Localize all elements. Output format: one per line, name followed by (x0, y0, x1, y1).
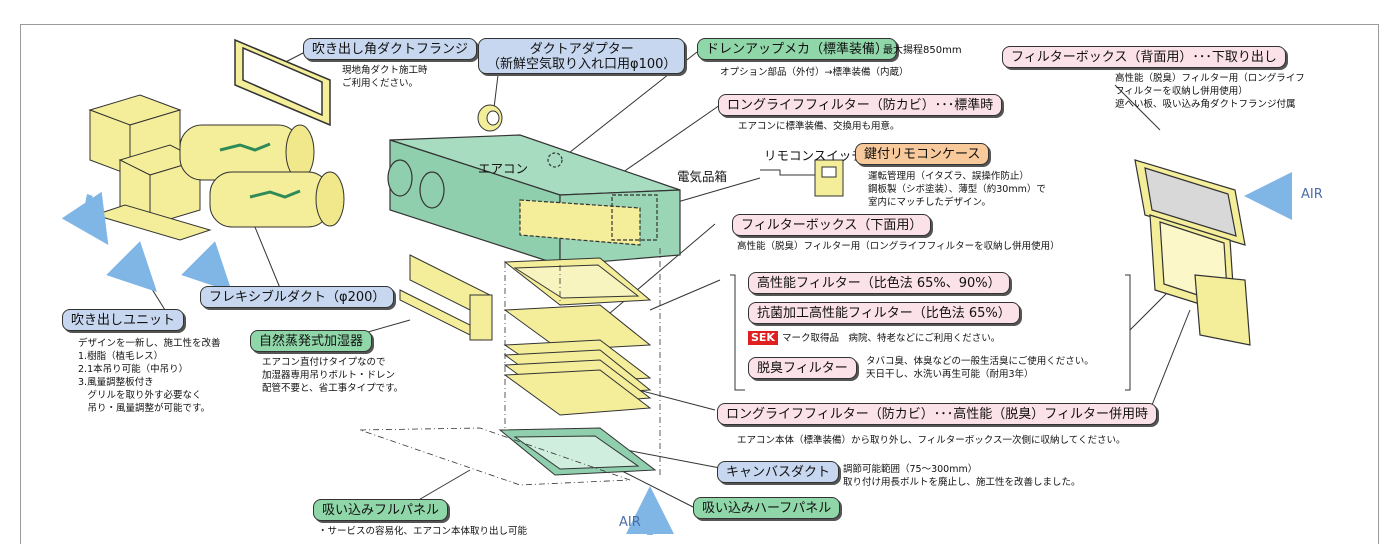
electric-box-label: 電気品箱 (677, 169, 728, 184)
adapter-label-line1: ダクトアダプター (529, 42, 634, 57)
canvas-duct-note: 調節可能範囲（75～300mm） 取り付け用長ボルトを廃止し、施工性を改善しまし… (843, 464, 1081, 488)
bottom-filterbox-label: フィルターボックス（下面用） (732, 214, 932, 236)
aircon-label: エアコン (478, 161, 529, 176)
full-panel-label: 吸い込みフルパネル (313, 499, 449, 521)
air-label-bottom: AIR (619, 515, 641, 530)
adapter-label-line2: （新鮮空気取り入れ口用φ100） (487, 57, 677, 72)
longlife-standard-label: ロングライフフィルター（防カビ）･･･標準時 (718, 94, 1003, 116)
half-panel-label: 吸い込みハーフパネル (693, 497, 841, 519)
hp-filter-label: 高性能フィルター（比色法 65%、90%） (748, 272, 1010, 294)
longlife-combo-note: エアコン本体（標準装備）から取り外し、フィルターボックス一次側に収納してください… (737, 435, 1126, 446)
remote-switch-label: リモコンスイッチ (764, 148, 864, 163)
adapter-shape (477, 104, 503, 132)
canvas-duct-label: キャンバスダクト (717, 461, 840, 483)
outlet-unit-label: 吹き出しユニット (62, 309, 185, 331)
intake-panel-shapes (498, 427, 657, 476)
antibacterial-filter-label: 抗菌加工高性能フィルター（比色法 65%） (748, 302, 1020, 324)
sek-note: マーク取得品 病院、特老などにご利用ください。 (781, 333, 1001, 344)
sek-mark: SEK (748, 331, 778, 345)
panel-outline (359, 248, 661, 486)
airflow-arrows (61, 172, 1292, 535)
drain-label: ドレンアップメカ（標準装備） (697, 38, 898, 60)
outlet-unit-note: デザインを一新し、施工性を改善 1.樹脂（植毛レス） 2.1本吊り可能（中吊り）… (78, 338, 221, 414)
back-filterbox-label: フィルターボックス（背面用）･･･下取り出し (1002, 46, 1286, 68)
diagram-frame (20, 24, 1379, 544)
remote-switch-shape (814, 159, 844, 197)
flange-label: 吹き出し角ダクトフランジ (303, 38, 478, 60)
air-label-right: AIR (1301, 187, 1323, 202)
filter-stack-shapes (503, 257, 652, 416)
deodor-filter-label: 脱臭フィルター (748, 357, 857, 379)
deodor-filter-note: タバコ臭、体臭などの一般生活臭にご使用ください。 天日干し、水洗い再生可能（耐用… (866, 356, 1094, 380)
adapter-label: ダクトアダプター （新鮮空気取り入れ口用φ100） (478, 38, 686, 74)
back-filterbox-note: 高性能（脱臭）フィルター用（ロングライフ フィルターを収納し併用使用） 遮へい板… (1115, 73, 1305, 110)
drain-lift-note: 最大揚程850mm (883, 45, 962, 56)
remote-case-label: 鍵付リモコンケース (855, 143, 990, 165)
bottom-filterbox-note: 高性能（脱臭）フィルター用（ロングライフフィルターを収納し併用使用） (737, 241, 1060, 252)
remote-case-note: 運転管理用（イタズラ、誤操作防止） 鋼板製（シボ塗装）、薄型（約30mm）で 室… (868, 171, 1046, 208)
drain-note: オプション部品（外付）→標準装備（内蔵） (720, 67, 909, 78)
humidifier-shape (399, 254, 493, 341)
longlife-combo-label: ロングライフフィルター（防カビ）･･･高性能（脱臭）フィルター併用時 (717, 403, 1157, 425)
humidifier-note: エアコン直付けタイプなので 加湿器専用吊りボルト・ドレン 配管不要と、省工事タイ… (262, 357, 404, 394)
full-panel-note: ・サービスの容易化、エアコン本体取り出し可能 (318, 526, 528, 537)
flex-duct-label: フレキシブルダクト（φ200） (200, 286, 395, 308)
longlife-standard-note: エアコンに標準装備、交換用も用意。 (738, 121, 900, 132)
flange-shape (234, 38, 331, 127)
flange-note: 現地角ダクト施工時 ご利用ください。 (342, 65, 428, 89)
aircon-unit-shape (387, 134, 681, 266)
flex-duct-shapes (179, 124, 345, 228)
back-filterbox-shape (1134, 159, 1251, 346)
humidifier-label: 自然蒸発式加湿器 (250, 330, 373, 352)
